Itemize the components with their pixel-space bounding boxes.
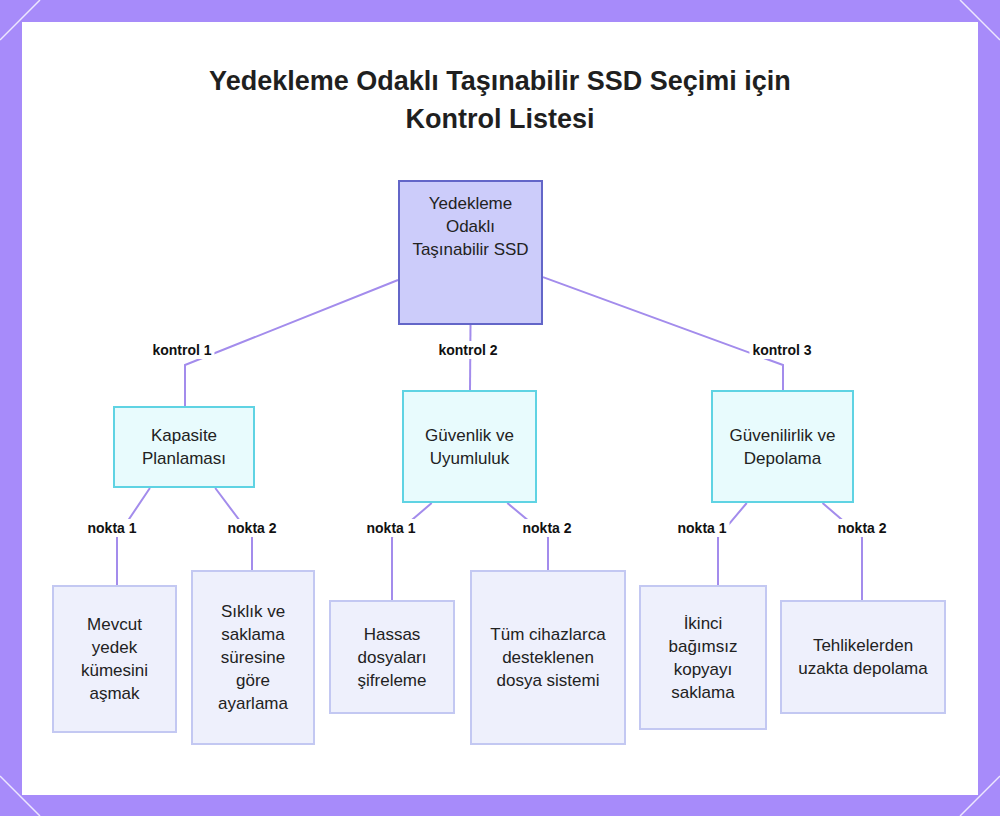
connector <box>823 503 862 600</box>
checkpoint-box: İkinci bağımsız kopyayı saklama <box>639 585 767 730</box>
edge-label: nokta 2 <box>224 519 279 537</box>
edge-label: nokta 1 <box>363 519 418 537</box>
checkpoint-box: Hassas dosyaları şifreleme <box>329 600 455 714</box>
node-text: İkinci bağımsız kopyayı saklama <box>655 612 751 704</box>
category-box: Kapasite Planlaması <box>113 406 255 488</box>
checkpoint-box: Tehlikelerden uzakta depolama <box>780 600 946 714</box>
checkpoint-box: Mevcut yedek kümesini aşmak <box>52 585 177 733</box>
category-box: Güvenilirlik ve Depolama <box>711 390 854 503</box>
edge-label: nokta 1 <box>674 519 729 537</box>
connector <box>543 277 783 390</box>
node-text: Kapasite Planlaması <box>125 424 243 470</box>
diagram-title: Yedekleme Odaklı Taşınabilir SSD Seçimi … <box>200 62 800 138</box>
category-box: Güvenlik ve Uyumluluk <box>402 390 537 503</box>
node-text: Güvenlik ve Uyumluluk <box>414 424 525 470</box>
edge-label: kontrol 1 <box>149 341 214 359</box>
edge-label: nokta 2 <box>834 519 889 537</box>
node-text: Yedekleme Odaklı Taşınabilir SSD <box>412 192 529 261</box>
edge-label: nokta 1 <box>84 519 139 537</box>
connector <box>718 503 747 585</box>
node-text: Güvenilirlik ve Depolama <box>723 424 842 470</box>
node-text: Hassas dosyaları şifreleme <box>345 623 439 692</box>
edge-label: kontrol 2 <box>435 341 500 359</box>
connector <box>392 503 432 600</box>
root-box: Yedekleme Odaklı Taşınabilir SSD <box>398 180 543 325</box>
edge-label: kontrol 3 <box>749 341 814 359</box>
edge-label: nokta 2 <box>519 519 574 537</box>
node-text: Mevcut yedek kümesini aşmak <box>68 613 161 705</box>
node-text: Sıklık ve saklama süresine göre ayarlama <box>207 600 299 715</box>
connector <box>185 280 398 406</box>
checkpoint-box: Tüm cihazlarca desteklenen dosya sistemi <box>470 570 626 745</box>
checkpoint-box: Sıklık ve saklama süresine göre ayarlama <box>191 570 315 745</box>
node-text: Tehlikelerden uzakta depolama <box>796 634 930 680</box>
node-text: Tüm cihazlarca desteklenen dosya sistemi <box>486 623 610 692</box>
